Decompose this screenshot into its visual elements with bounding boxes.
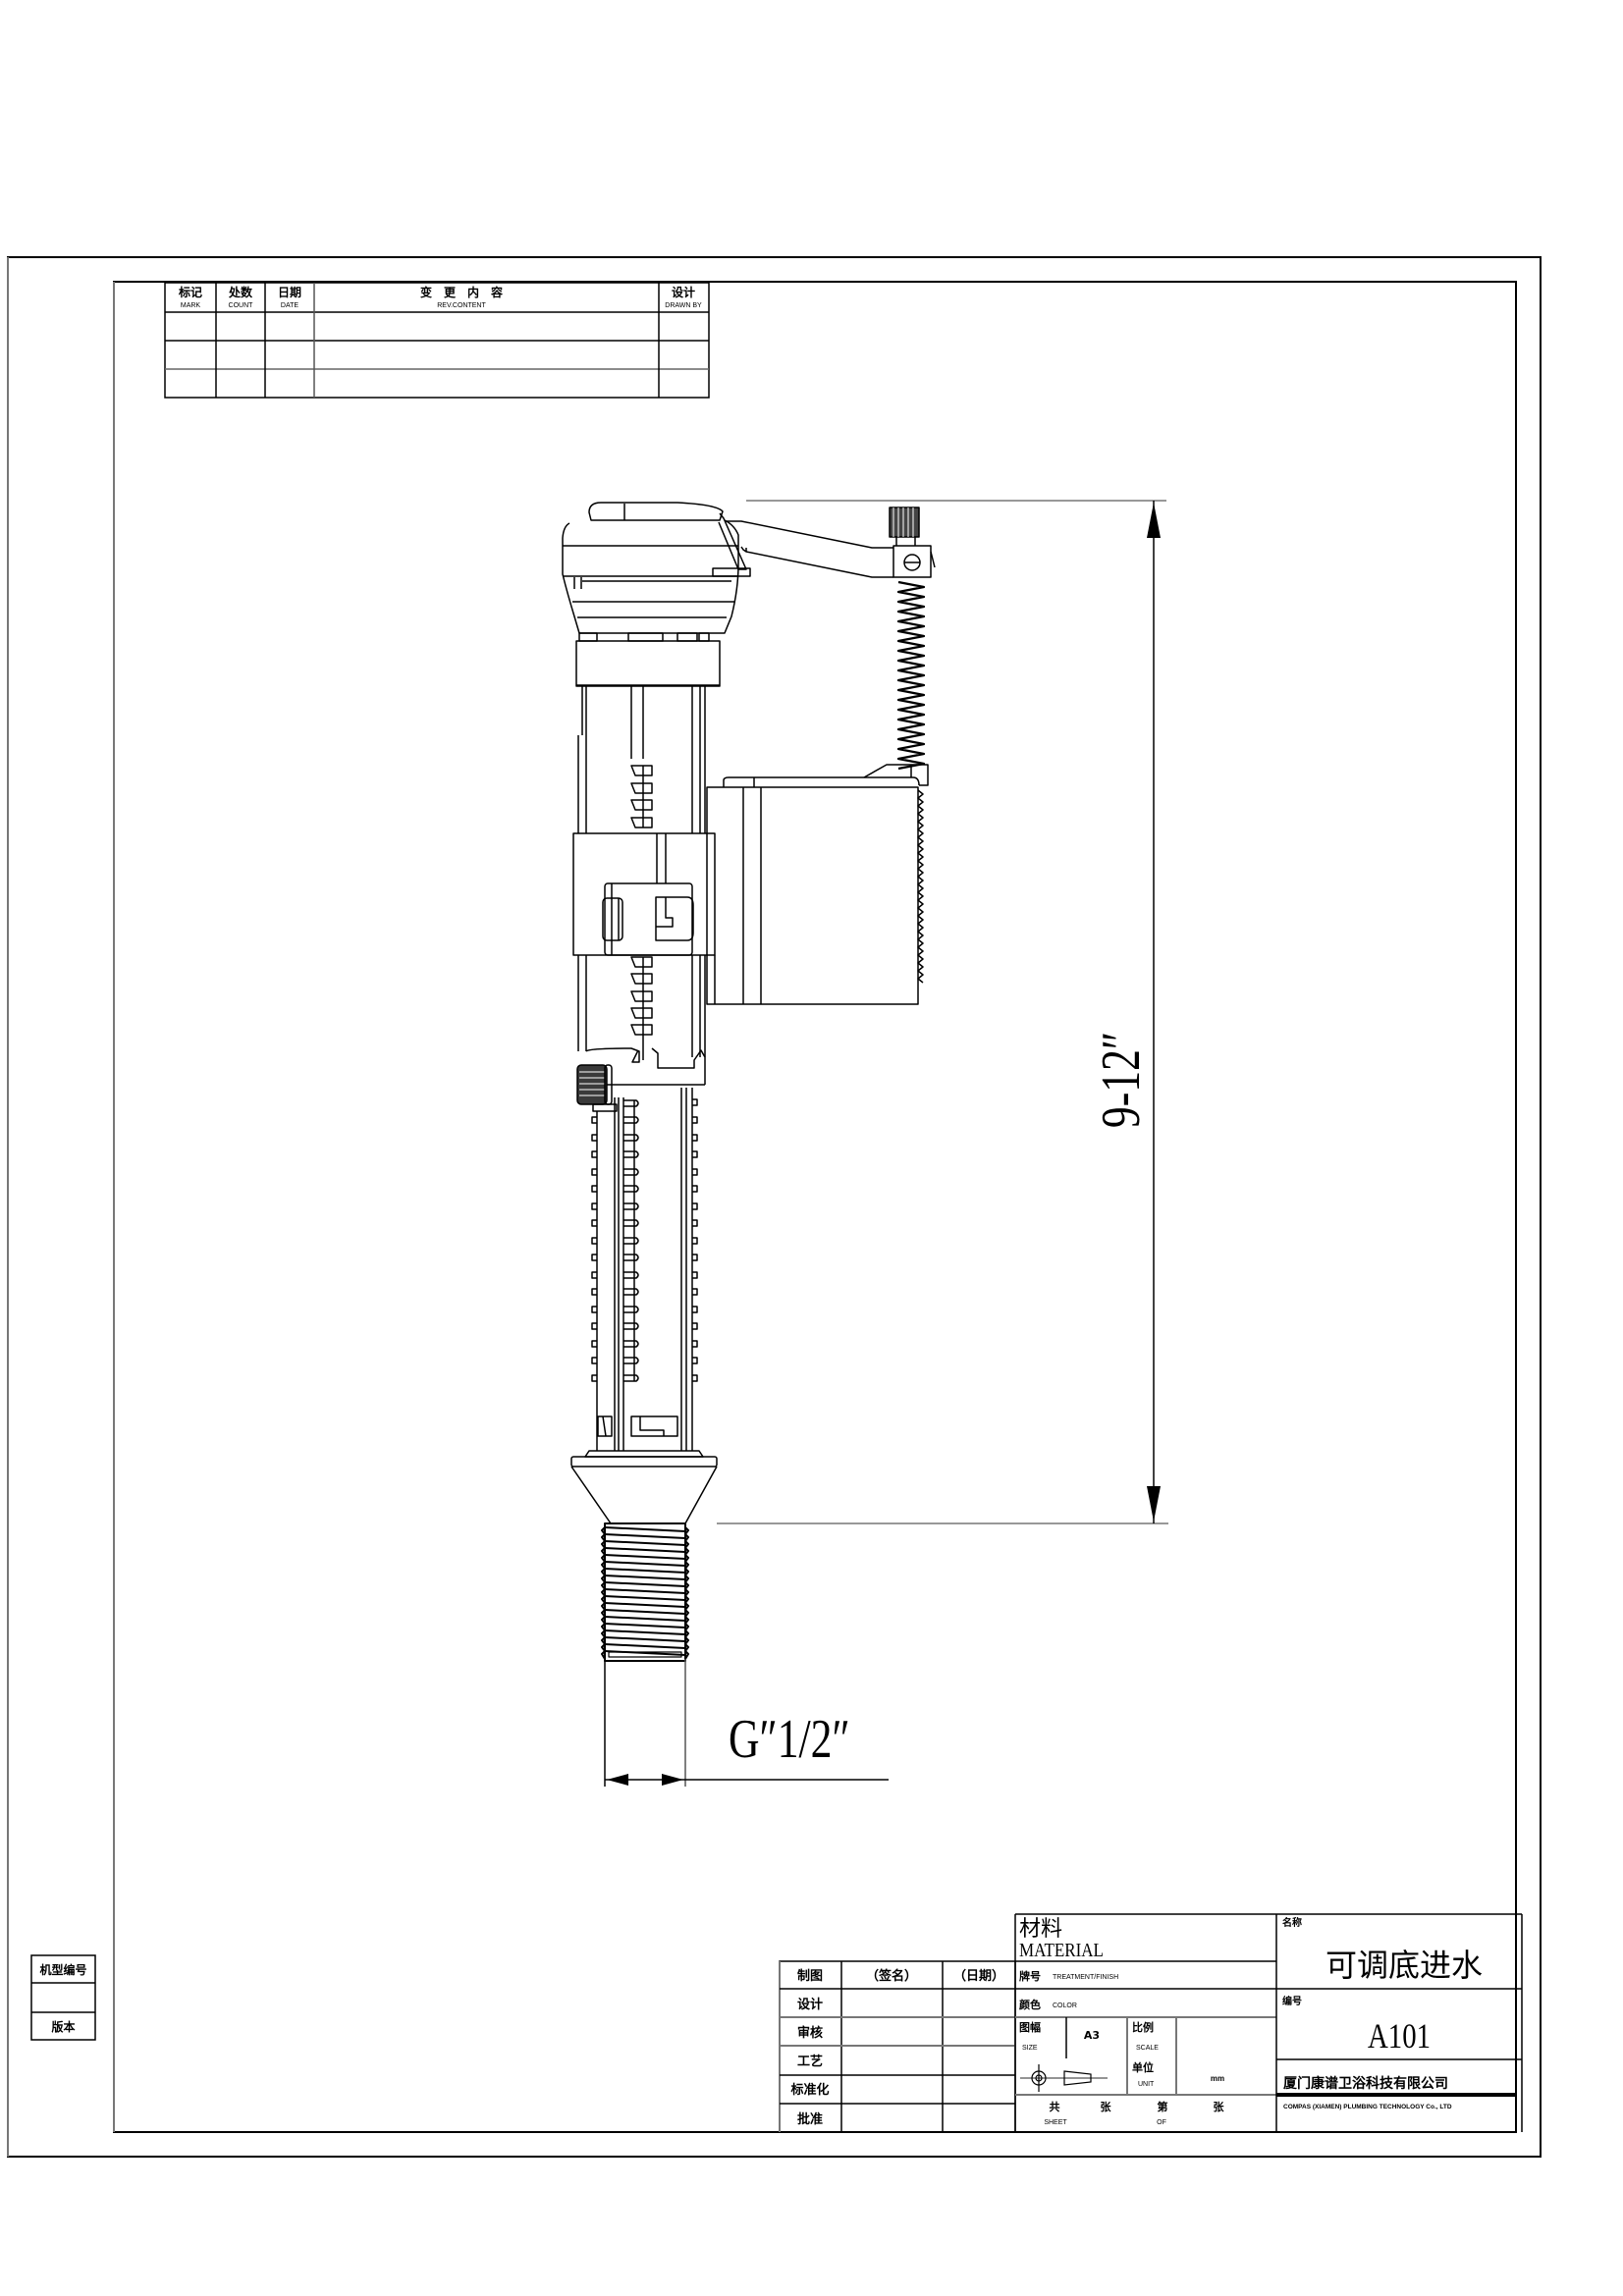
lower-tube <box>591 1088 698 1451</box>
scale-label-cn: 比例 <box>1132 2020 1154 2034</box>
unit-label-cn: 单位 <box>1132 2060 1154 2074</box>
lever-arm <box>712 512 936 578</box>
name-label: 名称 <box>1282 1916 1302 1929</box>
thread-dimension-label: G″1/2″ <box>729 1708 850 1769</box>
header-content-cn: 变 更 内 容 <box>420 285 503 299</box>
company-name-cn: 厦门康谱卫浴科技有限公司 <box>1283 2075 1448 2092</box>
approval-signature-header: （签名） <box>866 1968 917 1984</box>
sheet-total-label: 共 <box>1050 2100 1060 2113</box>
thread-dimension <box>604 1659 889 1787</box>
sheet-frame <box>7 256 1542 2158</box>
material-label-cn: 材料 <box>1019 1916 1062 1941</box>
threaded-shank <box>601 1522 689 1662</box>
clamp-band <box>572 832 716 956</box>
sheet-of-label: 第 <box>1158 2100 1168 2113</box>
sheet-label-en: SHEET <box>1044 2119 1067 2126</box>
header-count-cn: 处数 <box>228 285 253 299</box>
company-name-en: COMPAS (XIAMEN) PLUMBING TECHNOLOGY Co.,… <box>1283 2104 1452 2110</box>
scale-label-en: SCALE <box>1136 2045 1159 2052</box>
size-label-en: SIZE <box>1022 2045 1038 2052</box>
height-dimension <box>717 500 1168 1524</box>
code-label: 编号 <box>1282 1995 1302 2007</box>
threaded-rod <box>896 580 926 771</box>
float-cup <box>706 764 929 1005</box>
material-label-en: MATERIAL <box>1019 1940 1104 1962</box>
sheet-total-unit: 张 <box>1101 2100 1112 2113</box>
approval-role: 标准化 <box>789 2082 829 2098</box>
revision-table <box>164 282 710 399</box>
approval-rows: 制图 （签名） （日期） 设计 审核 工艺 标准化 批准 <box>789 1968 1004 2127</box>
model-no-label: 机型编号 <box>39 1962 86 1977</box>
size-label-cn: 图幅 <box>1019 2020 1041 2034</box>
unit-value: mm <box>1211 2074 1224 2083</box>
sheet-of-unit: 张 <box>1214 2100 1225 2113</box>
treatment-label-en: TREATMENT/FINISH <box>1053 1974 1118 1981</box>
header-mark-en: MARK <box>181 302 201 309</box>
approval-date-header: （日期） <box>953 1968 1004 1984</box>
header-content-en: REV.CONTENT <box>437 302 486 309</box>
approval-role: 工艺 <box>797 2054 823 2069</box>
header-count-en: COUNT <box>229 302 254 309</box>
base-nut <box>570 1450 718 1524</box>
adjust-knob <box>889 507 920 546</box>
height-dimension-label: 9-12″ <box>1090 1032 1151 1128</box>
revision-table-headers: 标记 MARK 处数 COUNT 日期 DATE 变 更 内 容 REV.CON… <box>178 285 702 309</box>
valve-head <box>562 502 739 687</box>
header-date-cn: 日期 <box>278 285 301 299</box>
fill-valve-drawing <box>562 502 936 1662</box>
approval-role: 设计 <box>797 1997 823 2012</box>
header-drawn-cn: 设计 <box>672 285 695 299</box>
title-block-grid <box>779 1913 1523 2133</box>
treatment-label-cn: 牌号 <box>1019 1969 1041 1983</box>
approval-role: 审核 <box>797 2025 823 2041</box>
version-label: 版本 <box>51 2019 75 2034</box>
color-label-en: COLOR <box>1053 2002 1077 2009</box>
header-mark-cn: 标记 <box>178 285 202 299</box>
unit-label-en: UNIT <box>1138 2081 1155 2088</box>
side-table <box>30 1954 96 2041</box>
of-label-en: OF <box>1157 2119 1166 2126</box>
approval-role: 制图 <box>797 1968 823 1984</box>
projection-symbol-icon <box>1020 2064 1108 2092</box>
approval-role: 批准 <box>797 2111 823 2127</box>
size-value: A3 <box>1084 2029 1100 2042</box>
header-date-en: DATE <box>281 302 298 309</box>
product-name: 可调底进水 <box>1325 1948 1483 1983</box>
height-adjust-wheel <box>576 1064 618 1112</box>
upper-body <box>577 686 706 833</box>
color-label-cn: 颜色 <box>1019 1998 1041 2011</box>
header-drawn-en: DRAWN BY <box>665 302 702 309</box>
drawing-code: A101 <box>1368 2017 1431 2056</box>
